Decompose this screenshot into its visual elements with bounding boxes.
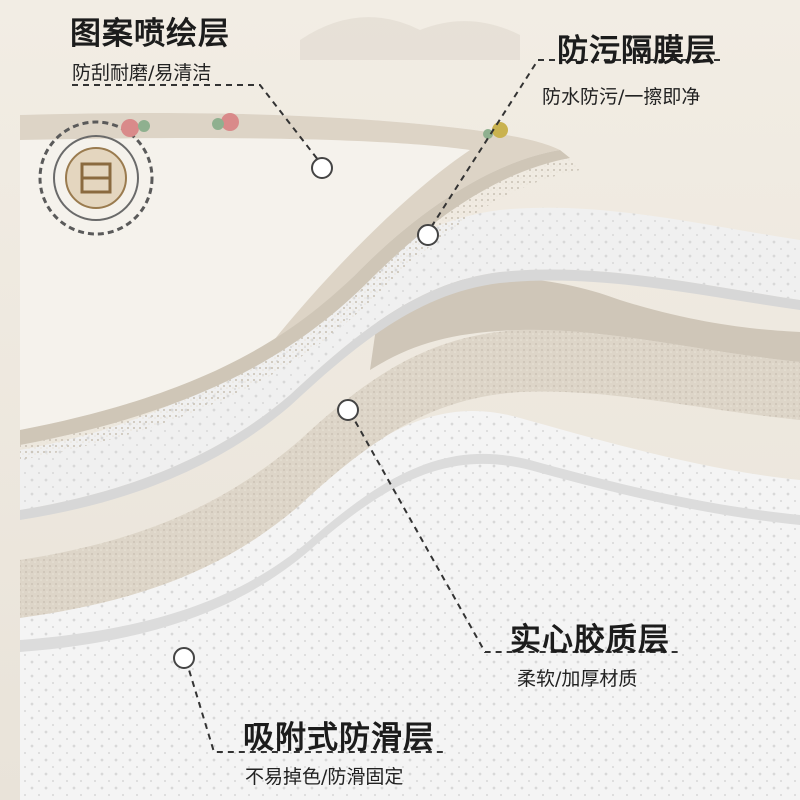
pattern-layer-foam-edge [20,158,580,460]
foam-top-surface [370,277,800,370]
callout-title-foam-layer: 实心胶质层 [510,622,670,658]
leader-line-film-layer [427,59,720,233]
leader-line-pattern-layer [72,84,323,166]
film-layer-edge [20,269,800,520]
peony-flower-icon [121,119,150,137]
leader-line-foam-layer [349,411,680,653]
foam-layer-texture [20,329,800,618]
callout-title-pattern-layer: 图案喷绘层 [70,16,230,52]
shou-medallion-icon [38,120,154,236]
film-layer-texture [20,207,800,510]
peony-flower-icon [212,113,239,131]
callout-subtitle-base-layer: 不易掉色/防滑固定 [245,766,404,788]
callout-subtitle-foam-layer: 柔软/加厚材质 [517,668,638,690]
peony-flower-icon [483,122,508,139]
base-layer-edge [20,453,800,652]
marker-base-layer [173,647,195,669]
callout-title-base-layer: 吸附式防滑层 [243,720,435,756]
marker-film-layer [417,224,439,246]
callout-subtitle-pattern-layer: 防刮耐磨/易清洁 [72,62,212,84]
marker-foam-layer [337,399,359,421]
ink-mountains-top [300,17,520,60]
marker-pattern-layer [311,157,333,179]
pattern-layer-band [20,113,560,345]
callout-subtitle-film-layer: 防水防污/一擦即净 [542,86,701,108]
callout-title-film-layer: 防污隔膜层 [557,33,717,69]
base-layer-texture [20,410,800,800]
